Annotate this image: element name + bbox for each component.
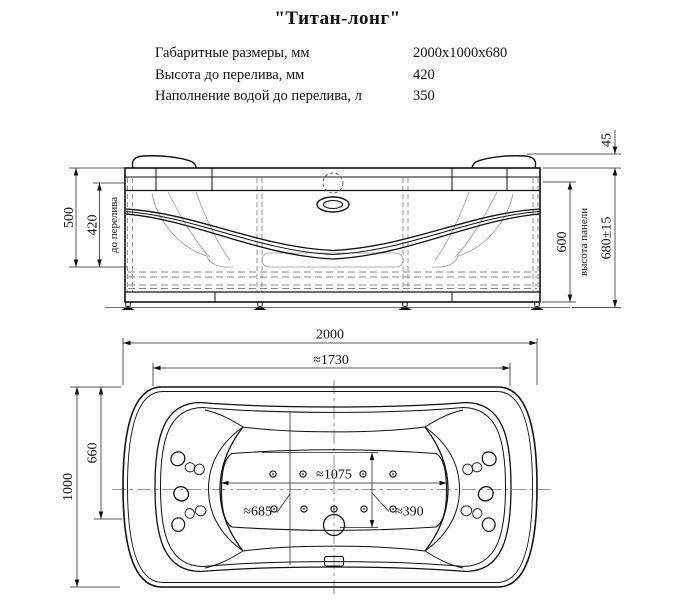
dim-headrest-45: 45 — [600, 133, 615, 147]
spec-label-dimensions: Габаритные размеры, мм — [155, 45, 310, 61]
spec-value-volume: 350 — [413, 88, 435, 104]
left-headrest — [131, 155, 197, 169]
pebble-jets-right — [458, 450, 499, 534]
tub-body-outline — [124, 167, 541, 303]
floor-jets — [269, 470, 397, 513]
front-view-dimensions: 500 420 до перелива 600 высота панели 68… — [62, 130, 621, 308]
dim-panel-600: 600 — [555, 232, 570, 253]
plan-view-dimensions: 1000 660 ≈1075 ≈685 ≈390 — [61, 386, 447, 588]
dim-end-660: 660 — [86, 443, 101, 464]
tub-rim-curve — [125, 208, 541, 260]
bowl-rim-inner — [159, 406, 507, 568]
drain-hole — [322, 513, 346, 537]
dim-height-500: 500 — [62, 207, 77, 228]
overflow-hole — [316, 196, 350, 213]
dim-floor-390: ≈390 — [395, 505, 424, 520]
dim-floor-1075: ≈1075 — [316, 468, 352, 483]
spec-value-dimensions: 2000x1000x680 — [413, 45, 508, 61]
overflow-fitting-plan — [323, 555, 345, 567]
front-view — [105, 155, 570, 310]
pebble-jets-left — [168, 450, 209, 534]
hidden-overflow-fitting — [322, 172, 344, 194]
spec-label-overflow-height: Высота до перелива, мм — [155, 66, 305, 83]
dim-overflow-label: до перелива — [108, 197, 120, 253]
dim-length-2000: 2000 — [316, 328, 344, 343]
dim-overall-680: 680±15 — [600, 217, 615, 260]
length-dimensions: 2000 ≈1730 — [122, 328, 538, 386]
centerlines — [112, 380, 550, 594]
dim-panel-label: высота панели — [578, 208, 590, 276]
spec-value-overflow-height: 420 — [413, 66, 435, 83]
plan-outer-outline — [122, 386, 538, 588]
hidden-frame-lines — [127, 178, 539, 292]
floor-outline — [220, 449, 448, 531]
bowl-rim-outer — [154, 401, 512, 573]
right-headrest — [471, 155, 537, 169]
dim-width-1000: 1000 — [61, 473, 76, 501]
spec-label-volume: Наполнение водой до перелива, л — [155, 88, 362, 104]
seat-curves — [219, 426, 449, 552]
plan-view — [112, 380, 550, 594]
dim-rim-1730: ≈1730 — [313, 353, 349, 368]
adjustable-feet — [121, 302, 544, 310]
dim-overflow-420: 420 — [86, 215, 101, 236]
page-title: "Титан-лонг" — [274, 8, 401, 29]
dim-seat-685: ≈685 — [243, 505, 272, 520]
